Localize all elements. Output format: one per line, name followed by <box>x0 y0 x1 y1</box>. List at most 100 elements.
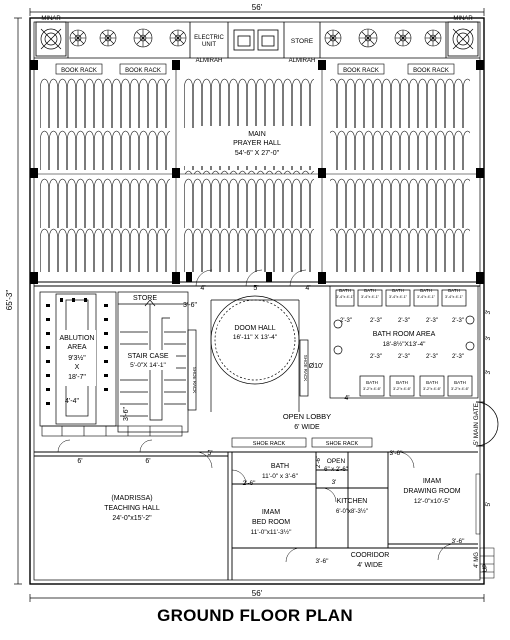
book-rack-label: BOOK RACK <box>413 68 449 74</box>
door-arcs <box>57 439 495 579</box>
bath-right-dim: 3' <box>485 310 492 315</box>
stair-label-backdrop <box>120 350 176 370</box>
stair-shoe-rack: SHOE RACK <box>192 367 197 394</box>
minar-right-icon <box>452 28 474 50</box>
bath-cell-label: BATH <box>392 288 404 293</box>
drawing-door-dim-bottom: 3'-6" <box>452 538 466 545</box>
almirah-left-label: ALMIRAH <box>196 58 223 64</box>
bath-door-dim: 2'-3" <box>398 318 410 324</box>
lobby-label-2: 6' WIDE <box>294 424 320 431</box>
ablution-door-row <box>41 425 183 437</box>
doom-hall-size: 16'-11" X 13'-4" <box>233 334 278 341</box>
hall-bay-dim: 4' <box>200 285 205 292</box>
pillars <box>30 60 484 284</box>
bath-door-dims-top: 2'-3" 2'-3" 2'-3" 2'-3" 2'-3" <box>340 318 464 324</box>
prayer-hall-size: 54'-6" X 27'-0" <box>235 150 280 157</box>
main-gate <box>475 401 499 447</box>
main-gate-label: 5' MAIN GATE <box>473 402 480 445</box>
bath-cell-label: BATH <box>448 288 460 293</box>
bath-door-dim: 2'-3" <box>452 318 464 324</box>
bath-cell-size: 3'-2"x 4'-6" <box>451 387 470 391</box>
madrissa-dim-left: 6' <box>77 458 82 465</box>
outer-walls <box>29 17 485 585</box>
drawing-label-2: DRAWING ROOM <box>403 488 460 495</box>
minar-right-label: MINAR <box>453 16 473 22</box>
bath-passage-dim: 4' <box>344 395 349 402</box>
prayer-hall-label-1: MAIN <box>248 131 266 138</box>
drawing-label-1: IMAM <box>423 478 441 485</box>
bath-cell-size: 3'-2"x 4'-6" <box>393 387 412 391</box>
stair-label: STAIR CASE <box>127 353 168 360</box>
shoe-rack-label: SHOE RACK <box>253 441 286 447</box>
prayer-hall-arches <box>40 78 470 272</box>
ablution-size-b: 18'-7" <box>68 374 86 381</box>
madrissa-size: 24'-0"x15'-2" <box>112 515 152 522</box>
ablution-label-backdrop <box>58 330 96 386</box>
top-width-dim: 56' <box>252 3 263 12</box>
bath-top-cells: BATH 3'-4"x 4'-1" BATH 3'-4"x 4'-1" BATH… <box>336 288 464 299</box>
plant-icons <box>69 28 442 48</box>
stair-size: 5'-0"X 14'-1" <box>130 362 166 369</box>
hall-bay-dim: 5' <box>253 285 258 292</box>
bath-cell-label: BATH <box>396 380 408 385</box>
lower-walls <box>34 451 478 580</box>
up-label: UP <box>483 564 489 572</box>
corridor-door-dim: 3'-6" <box>316 558 330 565</box>
bath-bottom-cells: BATH 3'-2"x 4'-6" BATH 3'-2"x 4'-6" BATH… <box>363 380 470 391</box>
madrissa-label-1: (MADRISSA) <box>111 495 152 502</box>
corridor-label-2: 4' WIDE <box>357 562 383 569</box>
ablution-dim-4-4: 4'-4" <box>65 398 79 405</box>
ablution-label-1: ABLUTION <box>59 335 94 342</box>
plan-title: GROUND FLOOR PLAN <box>157 606 353 625</box>
drawing-door-dim-top: 3'-6" <box>390 450 404 457</box>
store-label: STORE <box>133 295 157 302</box>
ablution-size-a: 9'3½" <box>68 354 86 362</box>
ablution-x: X <box>75 364 80 371</box>
doom-diameter: Ø10' <box>309 363 324 370</box>
dimension-lines <box>14 8 485 602</box>
bedroom-size: 11'-0"x11'-3½" <box>251 528 293 536</box>
bath-cell-size: 3'-2"x 4'-6" <box>423 387 442 391</box>
almirah-right-label: ALMIRAH <box>289 58 316 64</box>
bath-door-dim: 2'-3" <box>398 354 410 360</box>
hall-wall <box>34 269 480 287</box>
drawing-side-dim: 5' <box>485 502 492 507</box>
bath-cell-label: BATH <box>426 380 438 385</box>
store-door-dim: 3'-6" <box>183 302 197 309</box>
bath-size: 11'-0" x 3'-6" <box>262 473 299 480</box>
shoe-rack-label: SHOE RACK <box>326 441 359 447</box>
bath-cell-size: 3'-4"x 4'-1" <box>417 295 436 299</box>
electric-unit-label-2: UNIT <box>202 42 216 48</box>
lobby-shoe-racks <box>231 437 373 448</box>
prayer-hall-label-2: PRAYER HALL <box>233 140 281 147</box>
side-height-dim: 65'-3" <box>5 290 14 311</box>
bedroom-label-2: BED ROOM <box>252 519 290 526</box>
book-rack-label: BOOK RACK <box>343 68 379 74</box>
bath-door-dim: 2'-3" <box>340 318 352 324</box>
bath-cell-size: 3'-4"x 4'-1" <box>336 295 355 299</box>
open-dim-3: 3' <box>332 479 337 486</box>
top-strip <box>34 21 480 59</box>
madrissa-dim-right: 6' <box>145 458 150 465</box>
corridor-gap-dim: 5' <box>207 450 212 457</box>
open-size: 6" x 2'-6" <box>324 467 348 473</box>
bath-right-dim: 3' <box>485 370 492 375</box>
bath-right-dim: 3' <box>485 336 492 341</box>
book-rack-label: BOOK RACK <box>125 68 161 74</box>
hall-bay-dim: 4' <box>305 285 310 292</box>
ablution-taps <box>46 298 108 405</box>
book-rack-label: BOOK RACK <box>61 68 97 74</box>
minar-left-icon <box>40 28 62 50</box>
bath-area-label: BATH ROOM AREA <box>373 331 436 338</box>
bath-door-dim: 2'-3" <box>370 354 382 360</box>
doom-hall <box>210 295 309 412</box>
bath-door-dim: 2'-3" <box>426 354 438 360</box>
bath-cell-size: 3'-4"x 4'-1" <box>445 295 464 299</box>
kitchen-label: KITCHEN <box>337 498 368 505</box>
bath-door-dim: 2'-3" <box>370 318 382 324</box>
corridor-label-1: COORIDOR <box>351 552 390 559</box>
bath-area-size: 18'-8½"X13'-4" <box>383 340 427 348</box>
book-rack-boxes <box>55 63 455 75</box>
doom-shoe-rack: SHOE RACK <box>303 355 308 382</box>
